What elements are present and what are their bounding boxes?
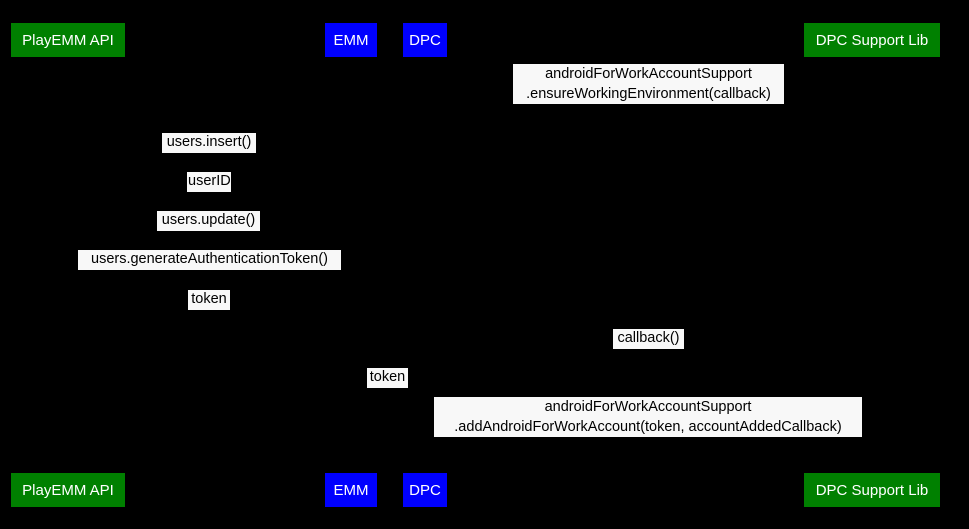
participant-header-dpc[interactable]: DPC xyxy=(403,23,447,57)
message-label-user-id: userID xyxy=(187,172,231,192)
participant-header-dpc-support-lib[interactable]: DPC Support Lib xyxy=(804,23,940,57)
participant-footer-playemm-api[interactable]: PlayEMM API xyxy=(11,473,125,507)
message-label-token-upper: token xyxy=(188,290,230,310)
message-label-line: token xyxy=(369,369,406,385)
participant-footer-dpc-support-lib[interactable]: DPC Support Lib xyxy=(804,473,940,507)
message-label-line: androidForWorkAccountSupport xyxy=(544,399,752,415)
message-label-add-android-for-work-account: androidForWorkAccountSupport .addAndroidF… xyxy=(434,397,862,437)
participant-header-playemm-api[interactable]: PlayEMM API xyxy=(11,23,125,57)
participant-header-emm[interactable]: EMM xyxy=(325,23,377,57)
participant-header-label-playemm-api: PlayEMM API xyxy=(22,31,114,49)
message-label-line: users.insert() xyxy=(166,134,252,150)
message-label-users-update: users.update() xyxy=(157,211,260,231)
message-label-line: .addAndroidForWorkAccount(token, account… xyxy=(454,418,842,435)
participant-header-label-dpc: DPC xyxy=(409,31,441,49)
message-label-users-insert: users.insert() xyxy=(162,133,256,153)
message-label-ensure-working-environment: androidForWorkAccountSupport .ensureWorki… xyxy=(513,64,784,104)
participant-footer-label-playemm-api: PlayEMM API xyxy=(22,481,114,499)
message-label-line: users.generateAuthenticationToken() xyxy=(91,251,328,267)
message-label-line: .ensureWorkingEnvironment(callback) xyxy=(526,85,771,102)
message-label-line: token xyxy=(191,291,227,307)
participant-header-label-emm: EMM xyxy=(333,31,369,49)
participant-footer-label-emm: EMM xyxy=(333,481,369,499)
participant-footer-label-dpc: DPC xyxy=(409,481,441,499)
message-label-line: androidForWorkAccountSupport xyxy=(545,66,752,82)
participant-footer-dpc[interactable]: DPC xyxy=(403,473,447,507)
participant-footer-label-dpc-support-lib: DPC Support Lib xyxy=(815,481,929,499)
message-label-line: userID xyxy=(188,173,231,189)
message-label-line: users.update() xyxy=(161,212,256,228)
message-label-token-lower: token xyxy=(367,368,408,388)
message-label-line: callback() xyxy=(617,330,680,346)
participant-header-label-dpc-support-lib: DPC Support Lib xyxy=(815,31,929,49)
message-label-callback: callback() xyxy=(613,329,684,349)
message-label-users-generate-authentication-token: users.generateAuthenticationToken() xyxy=(78,250,341,270)
participant-footer-emm[interactable]: EMM xyxy=(325,473,377,507)
